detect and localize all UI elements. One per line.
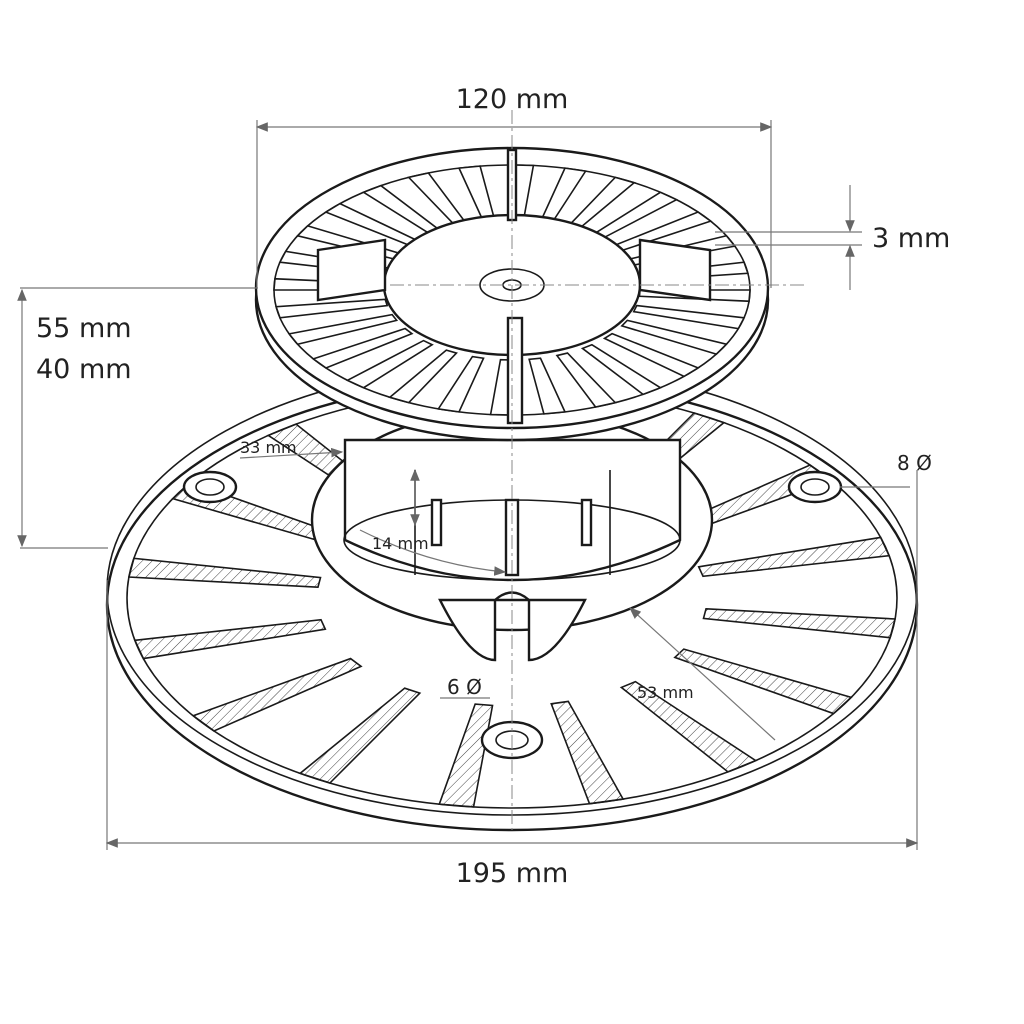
rib: [127, 557, 322, 589]
rib: [287, 313, 399, 346]
spacer-tab-right: [638, 238, 712, 302]
label-top-width: 120 mm: [456, 84, 569, 115]
rib: [619, 680, 758, 773]
rib: [133, 618, 327, 660]
label-base-width: 195 mm: [456, 858, 569, 889]
label-hole-6: 6 Ø: [447, 675, 482, 699]
rib: [275, 298, 389, 319]
rib: [345, 339, 434, 389]
label-14mm: 14 mm: [372, 534, 429, 553]
rib: [550, 700, 625, 805]
rib: [580, 343, 663, 396]
rib: [673, 648, 853, 715]
rib: [632, 304, 746, 330]
rib: [311, 327, 414, 369]
label-33mm: 33 mm: [240, 438, 297, 457]
rib: [697, 536, 891, 578]
base-notch: [438, 591, 587, 662]
rib: [555, 352, 617, 408]
rib: [438, 703, 494, 808]
label-53mm: 53 mm: [637, 683, 694, 702]
rib: [620, 319, 729, 356]
rib: [388, 349, 458, 404]
label-height-min: 40 mm: [36, 354, 132, 385]
label-height-max: 55 mm: [36, 313, 132, 344]
label-hole-8: 8 Ø: [897, 451, 932, 475]
base-hole-right: [787, 470, 843, 504]
spacer-tab-front: [506, 316, 524, 425]
label-top-thickness: 3 mm: [872, 223, 950, 254]
rib: [602, 332, 700, 378]
rib: [702, 607, 897, 639]
spacer-tab-left: [316, 238, 387, 302]
base-hole-left: [182, 470, 238, 504]
rib: [191, 657, 363, 732]
dimension-lines: [17, 120, 919, 850]
rib: [528, 357, 567, 415]
rib: [298, 687, 422, 784]
rib: [437, 355, 485, 413]
